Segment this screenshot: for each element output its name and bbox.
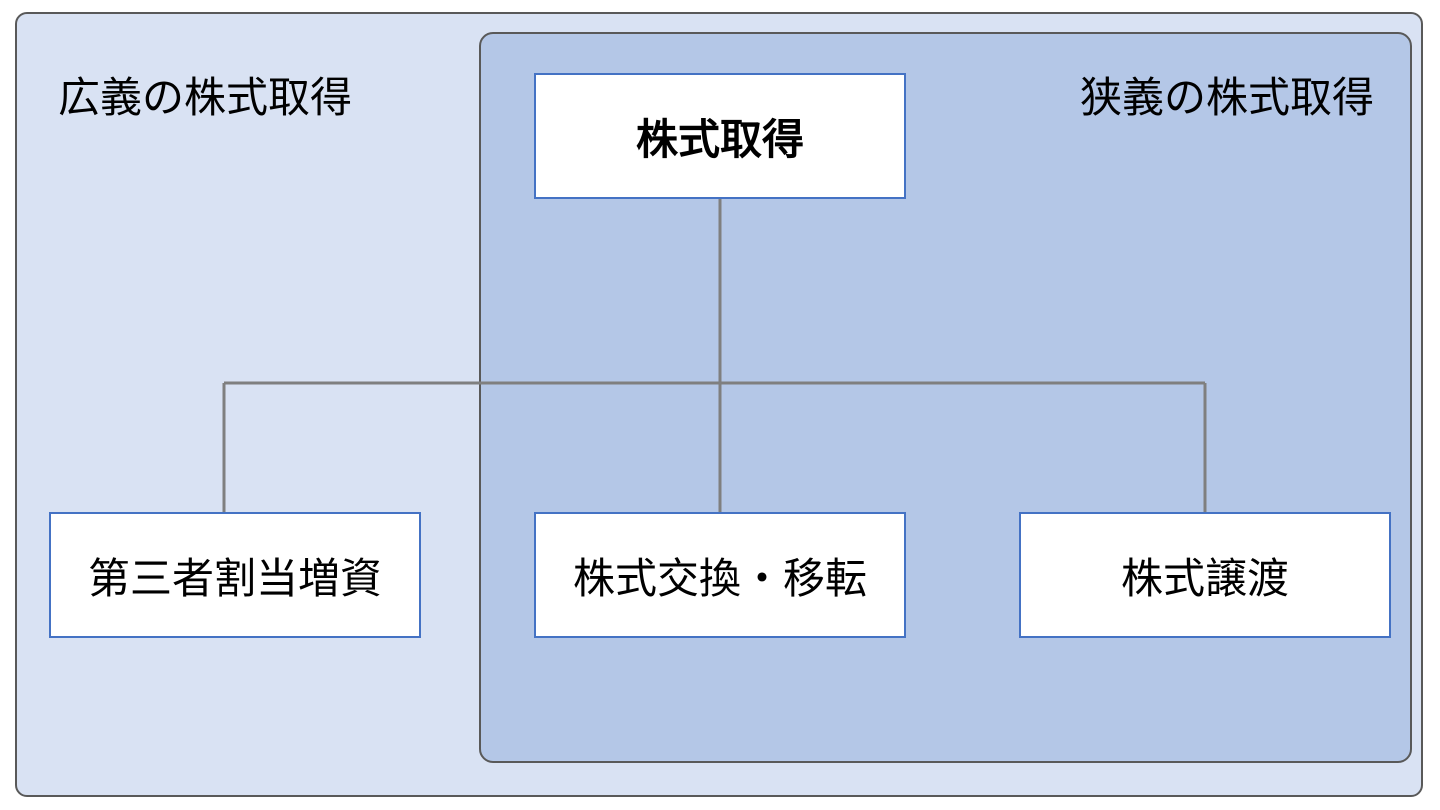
node-third-party-allotment: 第三者割当増資 [49,512,421,638]
node-share-acquisition: 株式取得 [534,73,906,199]
node-share-exchange-transfer-label: 株式交換・移転 [572,553,867,603]
narrow-acquisition-label: 狭義の株式取得 [1079,73,1374,122]
node-third-party-allotment-label: 第三者割当増資 [87,553,382,603]
broad-acquisition-label: 広義の株式取得 [58,73,353,122]
node-share-transfer-label: 株式譲渡 [1120,553,1289,603]
node-share-exchange-transfer: 株式交換・移転 [534,512,906,638]
node-share-acquisition-label: 株式取得 [635,114,804,164]
node-share-transfer: 株式譲渡 [1019,512,1391,638]
